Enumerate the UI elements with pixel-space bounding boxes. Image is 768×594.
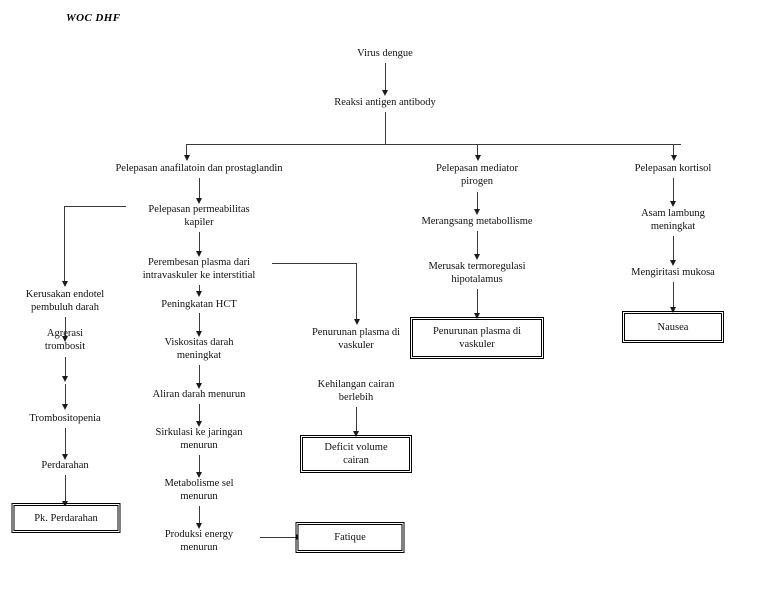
connector-metabolisme-down <box>199 506 200 526</box>
node-perembesan-plasma: Perembesan plasma dari intravaskuler ke … <box>142 257 256 281</box>
connector-branch-left <box>186 144 187 157</box>
connector-anafilatoin-down <box>199 178 200 200</box>
arrowhead-icon <box>62 404 68 410</box>
connector-agrerasi-down <box>65 357 66 379</box>
node-viskositas-darah: Viskositas darah meningkat <box>164 337 234 361</box>
arrowhead-icon <box>62 336 68 342</box>
node-merangsang-metabolisme: Merangsang metabollisme <box>421 216 533 227</box>
node-pelepasan-kortisol: Pelepasan kortisol <box>634 163 712 174</box>
connector-produksi-to-fatique <box>260 537 298 538</box>
arrowhead-icon <box>196 523 202 529</box>
connector-perembesan-to-penurunan-h <box>272 263 356 264</box>
arrowhead-icon <box>196 331 202 337</box>
connector-permeabilitas-to-endotel-h <box>64 206 126 207</box>
arrowhead-icon <box>474 313 480 319</box>
outcome-box-fatique: Fatique <box>295 522 405 553</box>
arrowhead-icon <box>474 209 480 215</box>
node-aliran-darah: Aliran darah menurun <box>152 389 246 400</box>
node-mengiritasi-mukosa: Mengiritasi mukosa <box>631 267 715 278</box>
arrowhead-icon <box>196 198 202 204</box>
node-perdarahan: Perdarahan <box>41 460 89 471</box>
arrowhead-icon <box>196 421 202 427</box>
node-pelepasan-mediator: Pelepasan mediator pirogen <box>436 163 518 187</box>
connector-merangsang-down <box>477 231 478 256</box>
connector-asam-lambung-down <box>673 236 674 262</box>
node-metabolisme-sel: Metabolisme sel menurun <box>164 478 234 502</box>
connector-aliran-down <box>199 404 200 424</box>
arrowhead-icon <box>196 251 202 257</box>
node-peningkatan-hct: Peningkatan HCT <box>161 299 237 310</box>
arrowhead-icon <box>474 254 480 260</box>
outcome-box-nausea: Nausea <box>622 311 724 343</box>
node-pelepasan-permeabilitas: Pelepasan permeabilitas kapiler <box>148 204 250 228</box>
connector-termoregulasi-down <box>477 289 478 315</box>
connector-branch-right <box>673 144 674 157</box>
outcome-box-deficit-volume: Deficit volume cairan <box>300 435 412 473</box>
arrowhead-icon <box>196 291 202 297</box>
arrowhead-icon <box>670 307 676 313</box>
arrowhead-icon <box>62 454 68 460</box>
arrowhead-icon <box>475 155 481 161</box>
connector-permeabilitas-down <box>199 232 200 254</box>
node-asam-lambung: Asam lambung meningkat <box>641 208 705 232</box>
node-merusak-termoregulasi: Merusak termoregulasi hipotalamus <box>428 261 526 285</box>
connector-endotel-down <box>65 317 66 339</box>
connector-mukosa-down <box>673 282 674 309</box>
arrowhead-icon <box>671 155 677 161</box>
node-penurunan-plasma-kiri: Penurunan plasma di vaskuler <box>311 327 401 351</box>
connector-reaksi-down <box>385 112 386 145</box>
arrowhead-icon <box>62 376 68 382</box>
connector-viskositas-down <box>199 365 200 386</box>
node-kehilangan-cairan: Kehilangan cairan berlebih <box>317 379 395 403</box>
arrowhead-icon <box>184 155 190 161</box>
connector-permeabilitas-to-endotel-v <box>64 206 65 283</box>
node-trombositopenia: Trombositopenia <box>29 413 101 424</box>
connector-perembesan-to-penurunan-v <box>356 263 357 321</box>
node-sirkulasi-jaringan: Sirkulasi ke jaringan menurun <box>155 427 243 451</box>
arrowhead-icon <box>670 260 676 266</box>
connector-branch-middle <box>477 144 478 157</box>
connector-perdarahan-down <box>65 475 66 503</box>
outcome-box-pk-perdarahan: Pk. Perdarahan <box>11 503 121 533</box>
node-agrerasi-trombosit: Agrerasi trombosit <box>44 328 86 352</box>
connector-trombosit-down <box>65 384 66 406</box>
connector-perembesan-down <box>199 285 200 294</box>
outcome-box-penurunan-plasma-vaskuler: Penurunan plasma di vaskuler <box>410 317 544 359</box>
node-produksi-energy: Produksi energy menurun <box>164 529 234 553</box>
page-title: WOC DHF <box>66 12 121 24</box>
node-reaksi-antigen: Reaksi antigen antibody <box>334 97 436 108</box>
arrowhead-icon <box>196 383 202 389</box>
connector-trombositopenia-down <box>65 428 66 456</box>
connector-hct-down <box>199 313 200 334</box>
arrowhead-icon <box>353 431 359 437</box>
arrowhead-icon <box>670 201 676 207</box>
connector-kehilangan-down <box>356 407 357 433</box>
arrowhead-icon <box>196 472 202 478</box>
arrowhead-icon <box>62 281 68 287</box>
arrowhead-icon <box>382 90 388 96</box>
node-pelepasan-anafilatoin: Pelepasan anafilatoin dan prostaglandin <box>115 163 283 174</box>
arrowhead-icon <box>62 501 68 507</box>
connector-mediator-down <box>477 192 478 212</box>
connector-virus-to-reaksi <box>385 63 386 92</box>
connector-branch-bus <box>186 144 681 145</box>
node-kerusakan-endotel: Kerusakan endotel pembuluh darah <box>25 289 105 313</box>
node-virus-dengue: Virus dengue <box>357 48 413 59</box>
arrowhead-icon <box>354 319 360 325</box>
connector-kortisol-down <box>673 178 674 203</box>
connector-sirkulasi-down <box>199 455 200 475</box>
